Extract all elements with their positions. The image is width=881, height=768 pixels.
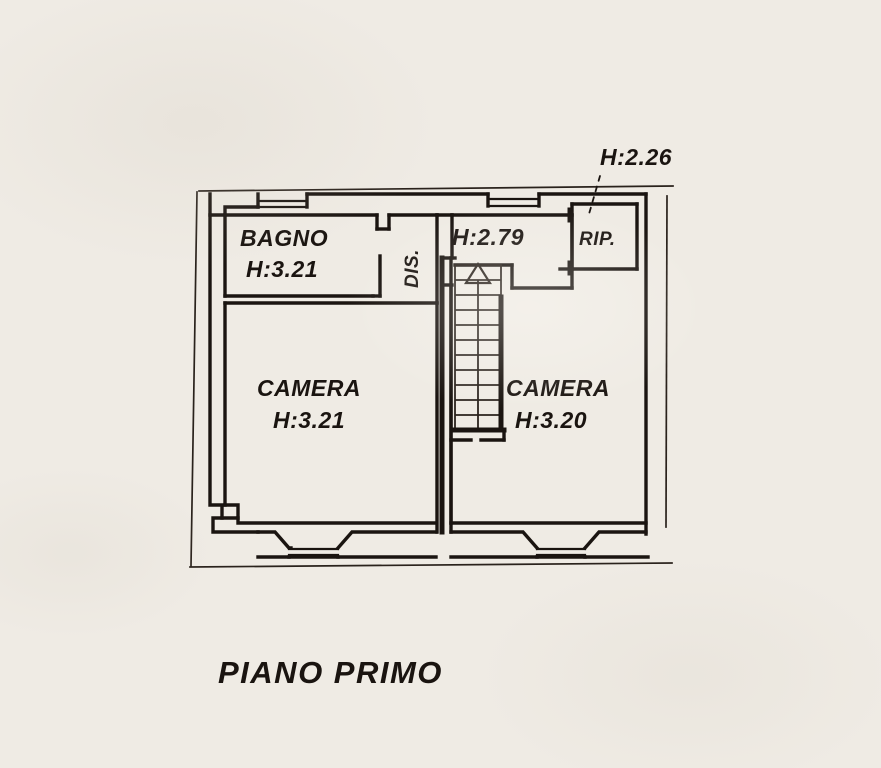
wall-bottom-splay-1R — [335, 530, 438, 551]
stair-flight — [449, 261, 507, 442]
stair-up-arrow-icon — [464, 261, 492, 285]
room-camera-right-walls — [449, 286, 648, 525]
label-stair-height: H:2.79 — [452, 224, 524, 250]
boundary-top — [198, 185, 674, 192]
label-rip-name: RIP. — [579, 229, 616, 250]
label-bagno-height: H:3.21 — [246, 256, 318, 282]
room-camera-left-walls — [220, 301, 439, 525]
sheet-title: PIANO PRIMO — [218, 655, 443, 690]
wall-top-left-jog — [208, 192, 260, 217]
boundary-bottom — [189, 562, 673, 568]
wall-bottom-splay-2L — [449, 530, 540, 551]
label-camera-left-height: H:3.21 — [273, 407, 345, 433]
boundary-right — [665, 195, 668, 528]
leader-line-group — [588, 175, 601, 215]
wall-camera-left-south — [236, 516, 438, 525]
label-bagno-name: BAGNO — [240, 225, 328, 251]
wall-top-exterior — [256, 192, 648, 209]
label-camera-right-height: H:3.20 — [515, 407, 587, 433]
label-camera-right-name: CAMERA — [506, 375, 610, 401]
wall-bottom-splay-2R — [582, 530, 648, 551]
label-rip-height: H:2.26 — [600, 144, 672, 170]
leader-line-h226 — [588, 175, 601, 215]
label-disimpegno: DIS. — [402, 249, 423, 288]
room-bagno-walls — [223, 213, 439, 298]
outer-boundary-lines — [189, 185, 674, 568]
label-camera-left-name: CAMERA — [257, 375, 361, 401]
boundary-left — [190, 191, 198, 567]
wall-bottom-exterior — [256, 530, 650, 559]
wall-camera-left-jog — [220, 503, 240, 520]
wall-bottom-splay-1L — [256, 530, 293, 550]
room-ripostiglio-walls — [558, 202, 639, 276]
